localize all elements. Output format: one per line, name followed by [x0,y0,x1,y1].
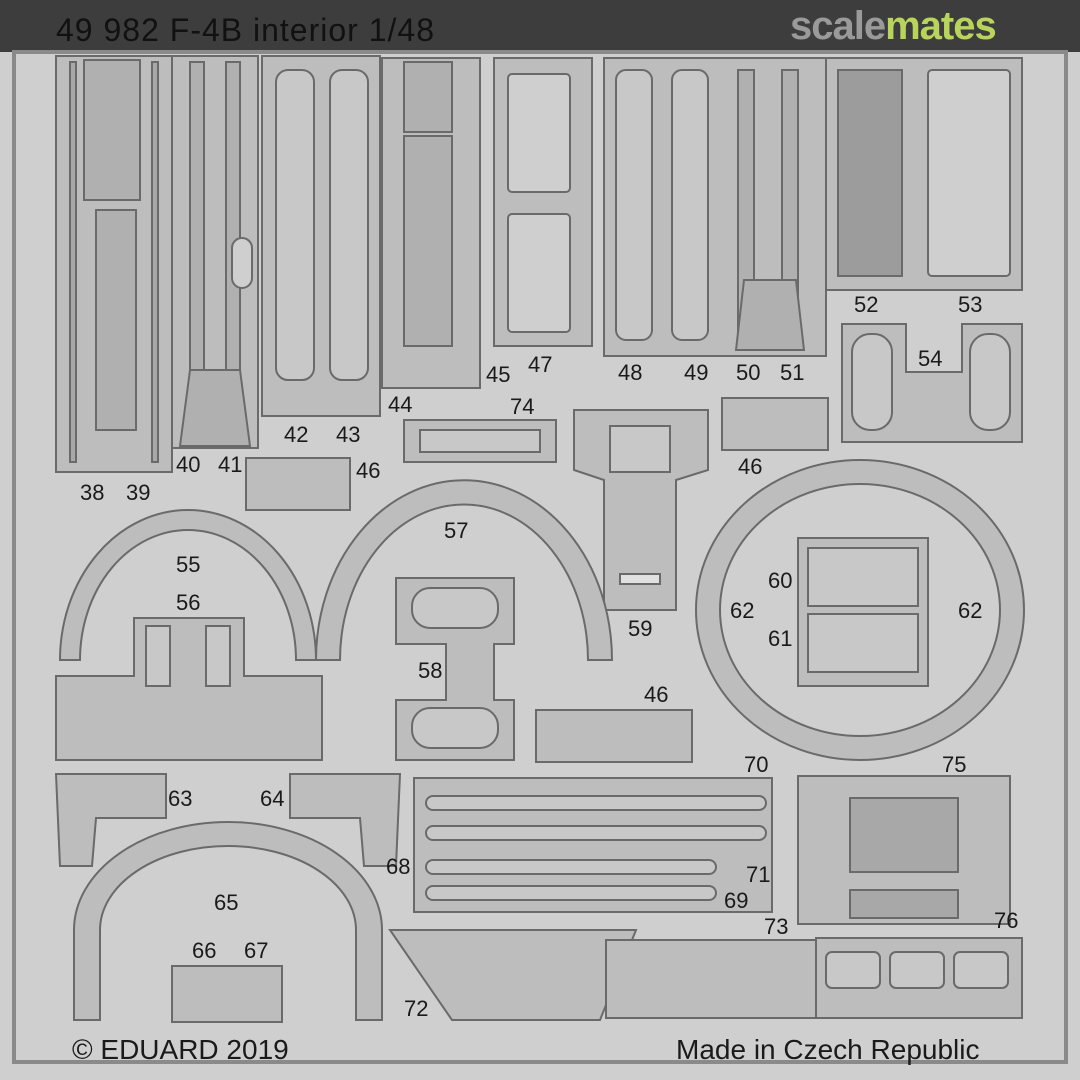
part-56 [55,617,323,761]
part-number-label: 45 [486,362,511,387]
part-38-39 [55,55,173,473]
part-number-label: 70 [744,752,769,777]
header-bar [0,0,1080,52]
part-number-label: 41 [218,452,243,477]
part-number-label: 49 [684,360,709,385]
part-number-label: 59 [628,616,653,641]
part-72 [388,929,638,1021]
part-number-label: 67 [244,938,269,963]
part-52-53 [825,57,1023,291]
part-number-label: 44 [388,392,413,417]
part-64 [289,773,402,867]
part-57-arch [314,479,614,661]
part-73 [605,939,817,1019]
part-48-51 [603,57,827,357]
part-46-c [535,709,693,763]
part-number-label: 69 [724,888,749,913]
fret-frame [12,50,1068,1064]
part-number-label: 50 [736,360,761,385]
part-number-label: 65 [214,890,239,915]
part-46-a [245,457,351,511]
part-number-label: 76 [994,908,1019,933]
watermark-logo-part2: mates [885,4,997,48]
part-number-label: 48 [618,360,643,385]
part-number-label: 54 [918,346,943,371]
part-number-label: 46 [644,682,669,707]
part-number-label: 53 [958,292,983,317]
part-number-label: 60 [768,568,793,593]
part-number-label: 39 [126,480,151,505]
part-76 [815,937,1023,1019]
part-66-67 [171,965,283,1023]
part-number-label: 52 [854,292,879,317]
part-number-label: 62 [730,598,755,623]
origin-text: Made in Czech Republic [676,1034,980,1065]
part-58 [395,577,515,761]
part-number-label: 57 [444,518,469,543]
part-number-label: 73 [764,914,789,939]
part-74 [403,419,557,463]
part-47 [493,57,593,347]
part-number-label: 63 [168,786,193,811]
part-number-label: 71 [746,862,771,887]
watermark-logo: scalemates [790,4,997,49]
part-42-43 [261,55,381,417]
sheet-title: 49 982 F-4B interior 1/48 [56,12,435,48]
part-number-label: 62 [958,598,983,623]
part-number-label: 56 [176,590,201,615]
part-number-label: 38 [80,480,105,505]
part-number-label: 66 [192,938,217,963]
part-40-41 [171,55,259,449]
part-68-71 [413,777,773,913]
part-54 [841,323,1023,443]
part-44-45 [381,57,481,389]
part-65-arch [73,821,383,1021]
part-number-label: 55 [176,552,201,577]
part-number-label: 40 [176,452,201,477]
part-63 [54,773,167,867]
part-number-label: 75 [942,752,967,777]
part-number-label: 64 [260,786,285,811]
part-number-label: 46 [738,454,763,479]
part-number-label: 61 [768,626,793,651]
part-number-label: 72 [404,996,429,1021]
part-number-label: 68 [386,854,411,879]
copyright-text: © EDUARD 2019 [72,1034,289,1065]
part-number-label: 47 [528,352,553,377]
part-number-label: 51 [780,360,805,385]
part-number-label: 43 [336,422,361,447]
part-46-b [721,397,829,451]
watermark-logo-part1: scale [790,4,886,48]
part-number-label: 46 [356,458,381,483]
part-number-label: 74 [510,394,535,419]
part-60-61 [797,537,929,687]
part-75 [797,775,1011,925]
part-62-ring [694,459,1026,761]
part-59 [573,409,709,611]
part-number-label: 42 [284,422,309,447]
part-number-label: 58 [418,658,443,683]
